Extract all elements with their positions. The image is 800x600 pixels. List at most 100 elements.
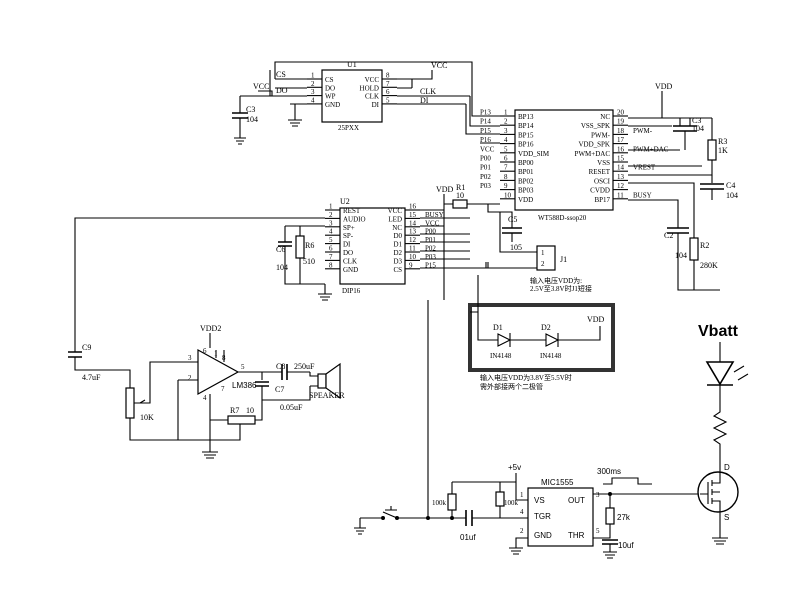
- wt588d-pin-num-12: 12: [617, 182, 625, 190]
- u2-body: [339, 207, 406, 285]
- r7-resistor: [227, 415, 256, 425]
- wt588d-net-4: P16: [480, 136, 491, 144]
- r1-resistor: [452, 199, 468, 209]
- u2-pin-name-10: D3: [393, 257, 402, 265]
- u2-pin-num-7: 7: [329, 253, 333, 261]
- u2-pin-num-9: 9: [409, 261, 413, 269]
- u2-part: DIP16: [342, 287, 361, 295]
- wt588d-pin-num-20: 20: [617, 109, 625, 117]
- c9-ref: C9: [82, 343, 91, 352]
- u2-net-9: P15: [425, 261, 436, 269]
- u1-part: 25PXX: [338, 124, 359, 132]
- u1-pin-name-5: DI: [372, 101, 380, 109]
- wt588d-pin-name-6: BP00: [518, 159, 534, 167]
- r7-val: 10: [246, 406, 254, 415]
- r1-ref: R1: [456, 183, 465, 192]
- u2-pin-name-14: NC: [392, 224, 402, 232]
- wt588d-pin-name-7: BP01: [518, 168, 534, 176]
- supply-vdd: VDD: [436, 185, 454, 194]
- u2-pin-name-2: AUDIO: [343, 215, 366, 223]
- wt588d-net-16: PWM+DAC: [633, 145, 669, 153]
- u2-net-14: VCC: [425, 219, 440, 227]
- c5-ref: C5: [508, 215, 517, 224]
- c7-ref: C7: [275, 385, 284, 394]
- u2-pin-name-15: LED: [388, 215, 402, 223]
- wt588d-pin-num-4: 4: [504, 136, 508, 144]
- wt588d-pin-num-18: 18: [617, 127, 625, 135]
- volume-pot: [125, 387, 135, 419]
- d1-part: IN4148: [490, 352, 512, 360]
- r7-ref: R7: [230, 406, 239, 415]
- wt588d-pin-name-10: VDD: [518, 196, 533, 204]
- wt588d-net-2: P14: [480, 118, 491, 126]
- wt-r2-val: 280K: [700, 261, 718, 270]
- u2-pin-name-1: REST: [343, 207, 361, 215]
- wt-c4-ref: C4: [726, 181, 735, 190]
- u1-pin-name-1: CS: [325, 76, 334, 84]
- timer-cap-val: 01uf: [460, 533, 476, 542]
- amp-section: VDD2 LM386 6 1 8 3 2 4 7 5 C9 4.7uF 10K …: [68, 324, 345, 459]
- wt588d-pin-num-5: 5: [504, 145, 508, 153]
- wt588d-pin-name-17: VDD_SPK: [578, 141, 610, 149]
- wt588d-pin-num-7: 7: [504, 164, 508, 172]
- wt588d-pin-num-6: 6: [504, 155, 508, 163]
- wt-c3-ref: C3: [692, 116, 701, 125]
- wt588d-pin-name-4: BP16: [518, 141, 534, 149]
- speaker-body: [317, 373, 327, 389]
- wt588d-pin-name-14: RESET: [589, 168, 611, 176]
- diode-note-1: 输入电压VDD为3.8V至5.5V时: [480, 373, 572, 382]
- diode-vdd: VDD: [587, 315, 605, 324]
- wt588d-pin-num-11: 11: [617, 191, 624, 199]
- u1-net-clk: CLK: [420, 87, 436, 96]
- wt588d-pin-name-3: BP15: [518, 131, 534, 139]
- u1-vcc-left: VCC: [253, 82, 269, 91]
- j1-ref: J1: [560, 255, 567, 264]
- wt-vdd: VDD: [655, 82, 673, 91]
- mic1555-body: [527, 487, 594, 547]
- u1-body: [321, 69, 383, 123]
- wt588d-net-5: VCC: [480, 145, 495, 153]
- supply-note-2: 2.5V至3.8V时J1短接: [530, 284, 592, 293]
- timer-c-out-val: 10uf: [618, 541, 634, 550]
- c7-val: 0.05uF: [280, 403, 303, 412]
- u2-pin-num-16: 16: [409, 203, 417, 211]
- wt588d-pin-name-20: NC: [600, 113, 610, 121]
- u2-pin-num-13: 13: [409, 228, 417, 236]
- wt588d-pin-num-9: 9: [504, 182, 508, 190]
- wt588d-net-18: PWM-: [633, 127, 653, 135]
- wt588d-pin-num-1: 1: [504, 109, 508, 117]
- u1-pin-name-2: DO: [325, 84, 335, 92]
- wt588d-pin-name-18: PWM-: [591, 131, 611, 139]
- u1-pin-num-7: 7: [386, 80, 390, 88]
- r6-resistor: [295, 235, 305, 259]
- diode-section: D1 IN4148 D2 IN4148 VDD 输入电压VDD为3.8V至5.5…: [468, 275, 615, 391]
- u1-pin-name-3: WP: [325, 93, 336, 101]
- u2-pin-num-5: 5: [329, 236, 333, 244]
- amp-pin-4: 4: [203, 394, 207, 402]
- amp-pin-3: 3: [188, 354, 192, 362]
- driver-vbatt: Vbatt: [698, 323, 739, 340]
- wt588d-pin-name-16: PWM+DAC: [575, 150, 611, 158]
- u1-cap-ref: C3: [246, 105, 255, 114]
- wt588d-pin-num-8: 8: [504, 173, 508, 181]
- driver-s-label: S: [724, 513, 729, 522]
- wt-r3-val: 1K: [718, 146, 728, 155]
- lm386-triangle: [197, 348, 240, 396]
- timer-r-out-val: 27k: [617, 513, 631, 522]
- timer-pin-vs: VS: [534, 496, 545, 505]
- wt588d-pin-num-15: 15: [617, 155, 625, 163]
- wt-c4-val: 104: [726, 191, 738, 200]
- timer-pin-5: 5: [596, 527, 600, 535]
- timer-r-a: [447, 493, 457, 511]
- led-triangle: [705, 361, 735, 386]
- supply-section: VDD R1 10 C5 105 1 2 J1 输入电压VDD为: 2.5V至3…: [436, 183, 592, 300]
- j1-pin-1: 1: [541, 249, 545, 257]
- d1-ref: D1: [493, 323, 503, 332]
- u2-pin-name-6: DO: [343, 249, 353, 257]
- wt588d-chip: WT588D-ssop20 1BP13P132BP14P143BP15P154B…: [480, 82, 738, 291]
- driver-section: Vbatt D S: [697, 323, 749, 545]
- u2-pin-num-11: 11: [409, 245, 416, 253]
